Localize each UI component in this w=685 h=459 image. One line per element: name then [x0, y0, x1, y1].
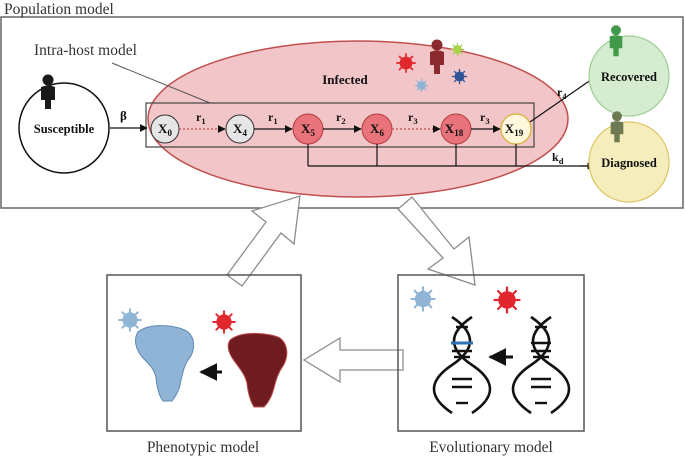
rate-r3-b-subscript: 3 — [485, 116, 489, 126]
state-x4-label: X — [233, 121, 243, 136]
evolutionary-model-box — [397, 274, 585, 432]
recovery-arrow — [529, 74, 599, 123]
state-x4: X4 — [225, 114, 255, 144]
state-x0: X0 — [150, 114, 180, 144]
original-dna-helix-icon — [511, 315, 571, 415]
state-x19-label: X — [505, 121, 515, 136]
blue-protein-structure — [135, 325, 195, 402]
dark-red-protein-structure — [227, 332, 288, 408]
susceptible-label: Susceptible — [34, 122, 95, 136]
svg-text:X19: X19 — [505, 121, 524, 138]
intra-host-model-title: Intra-host model — [34, 42, 137, 59]
rate-r2-subscript: 2 — [341, 116, 345, 126]
light-blue-virus-icon — [414, 78, 429, 93]
intra-host-leader-line — [111, 62, 211, 104]
population-to-evolutionary-arrow — [397, 196, 476, 286]
state-x6-label: X — [370, 121, 380, 136]
phenotypic-blue-virus-icon — [118, 308, 142, 332]
state-x18: X18 — [440, 113, 472, 145]
diagnosed-compartment — [588, 121, 670, 203]
r4-subscript: 4 — [562, 91, 567, 101]
phenotypic-to-population-arrow — [226, 195, 301, 287]
svg-text:X5: X5 — [301, 121, 315, 138]
r4-label: r — [557, 85, 563, 99]
population-model-box — [0, 16, 684, 209]
state-x6-subscript: 6 — [379, 128, 384, 138]
phenotypic-model-box — [106, 274, 302, 432]
recovered-label: Recovered — [601, 70, 657, 84]
state-x19-subscript: 19 — [514, 128, 524, 138]
svg-text:r1: r1 — [196, 110, 206, 126]
state-x0-label: X — [158, 121, 168, 136]
mutated-dna-helix-icon — [432, 315, 492, 415]
phenotypic-model-title: Phenotypic model — [147, 439, 259, 456]
navy-virus-icon — [451, 68, 468, 85]
rate-r1-b-label: r — [268, 110, 274, 124]
svg-text:r3: r3 — [480, 110, 490, 126]
svg-text:X4: X4 — [233, 121, 247, 138]
infected-label: Infected — [322, 72, 368, 87]
state-x4-subscript: 4 — [242, 128, 247, 138]
state-x6: X6 — [361, 113, 393, 145]
rate-r1-a-label: r — [196, 110, 202, 124]
svg-text:r1: r1 — [268, 110, 278, 126]
state-x5-subscript: 5 — [310, 128, 315, 138]
svg-text:r2: r2 — [336, 110, 346, 126]
state-x0-subscript: 0 — [167, 128, 172, 138]
rate-r2-label: r — [336, 110, 342, 124]
beta-label: β — [120, 108, 127, 123]
state-x18-subscript: 18 — [454, 128, 464, 138]
state-x5-label: X — [301, 121, 311, 136]
recovered-compartment — [588, 35, 670, 117]
svg-text:r3: r3 — [408, 110, 418, 126]
svg-text:X6: X6 — [370, 121, 384, 138]
rate-r3-a-label: r — [408, 110, 414, 124]
rate-r1-a-subscript: 1 — [201, 116, 205, 126]
kd-subscript: d — [559, 156, 564, 166]
state-x19: X19 — [500, 113, 532, 145]
state-x5: X5 — [292, 113, 324, 145]
svg-text:kd: kd — [552, 150, 564, 166]
svg-text:X0: X0 — [158, 121, 172, 138]
susceptible-compartment — [18, 82, 110, 174]
red-virus-icon — [396, 53, 416, 73]
diagnosis-connector — [307, 144, 592, 167]
green-virus-icon — [450, 42, 465, 57]
diagnosed-label: Diagnosed — [601, 156, 657, 170]
phenotypic-red-virus-icon — [212, 310, 236, 334]
rate-r3-b-label: r — [480, 110, 486, 124]
svg-text:X18: X18 — [445, 121, 464, 138]
state-x18-label: X — [445, 121, 455, 136]
evolutionary-blue-virus-icon — [410, 286, 436, 312]
kd-label: k — [552, 150, 559, 164]
evolutionary-red-virus-icon — [493, 286, 521, 314]
evolutionary-to-phenotypic-arrow — [302, 336, 404, 384]
evolutionary-model-title: Evolutionary model — [429, 439, 553, 456]
svg-text:r4: r4 — [557, 85, 567, 101]
population-model-title: Population model — [4, 1, 114, 18]
rate-r1-b-subscript: 1 — [273, 116, 277, 126]
rate-r3-a-subscript: 3 — [413, 116, 417, 126]
